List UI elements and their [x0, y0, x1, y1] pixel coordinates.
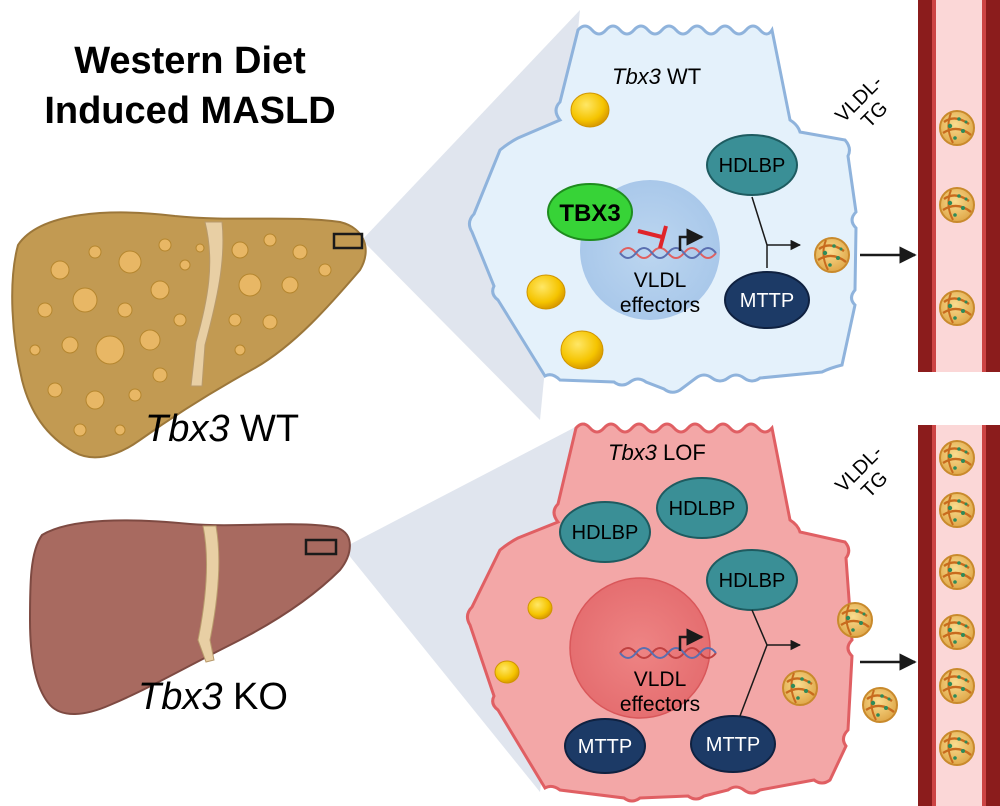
- hdlbp-label-lof: HDLBP: [719, 570, 786, 592]
- tbx3-protein: [547, 183, 633, 241]
- hdlbp-protein-lof: [559, 501, 651, 563]
- hdlbp-protein-lof: [656, 477, 748, 539]
- lipid-droplet: [526, 274, 566, 310]
- liver-label-ko: Tbx3 KO: [138, 676, 288, 719]
- nucleus-text-lof-line2: effectors: [620, 693, 700, 716]
- cell-label-wt-condition: WT: [667, 64, 702, 89]
- inhibition-line: [637, 229, 663, 239]
- mttp-protein-lof: [690, 715, 776, 773]
- nucleus-text-lof-line1: VLDL: [634, 668, 687, 691]
- fatty-liver-wt: [11, 211, 367, 459]
- lipid-droplet: [527, 596, 553, 620]
- vldl-particle: [781, 669, 819, 707]
- hdlbp-protein-wt: [706, 134, 798, 196]
- mttp-label-lof: MTTP: [706, 734, 760, 756]
- cell-label-wt: Tbx3 WT: [612, 64, 701, 90]
- vldl-particle: [813, 236, 851, 274]
- lipid-droplet: [494, 660, 520, 684]
- zoom-box-ko: [304, 538, 338, 556]
- cell-label-lof-condition: LOF: [663, 440, 706, 465]
- vldl-particle: [861, 686, 899, 724]
- liver-ko: [28, 519, 351, 715]
- liver-label-wt-genotype: WT: [240, 408, 300, 450]
- mttp-label-lof: MTTP: [578, 736, 632, 758]
- cell-label-wt-gene: Tbx3: [612, 64, 661, 89]
- blood-vessel: [918, 0, 1000, 806]
- tbx3-label: TBX3: [559, 200, 620, 227]
- lipid-droplet: [560, 330, 604, 370]
- lipid-droplet: [570, 92, 610, 128]
- cell-label-lof: Tbx3 LOF: [608, 440, 706, 466]
- liver-label-wt-gene: Tbx3: [145, 408, 230, 450]
- mttp-label-wt: MTTP: [740, 290, 794, 312]
- hepatocyte-lof: HDLBP HDLBP HDLBP MTTP MTTP VLDL effecto…: [465, 422, 917, 803]
- nucleus-text-wt-line2: effectors: [620, 294, 700, 317]
- hepatocyte-wt: TBX3 HDLBP MTTP VLDL effectors: [467, 24, 917, 394]
- figure-title-line2: Induced MASLD: [44, 90, 336, 132]
- liver-label-ko-genotype: KO: [233, 676, 288, 718]
- hdlbp-label-lof: HDLBP: [572, 522, 639, 544]
- figure-title-line1: Western Diet: [74, 40, 306, 82]
- cell-label-lof-gene: Tbx3: [608, 440, 657, 465]
- zoom-box-wt: [332, 232, 364, 250]
- vldl-particle: [836, 601, 874, 639]
- hdlbp-label-wt: HDLBP: [719, 155, 786, 177]
- hdlbp-label-lof: HDLBP: [669, 498, 736, 520]
- liver-label-ko-gene: Tbx3: [138, 676, 223, 718]
- transcription-start-arrow: [678, 228, 704, 251]
- nucleus-text-wt-line1: VLDL: [634, 269, 687, 292]
- mttp-protein-lof: [564, 718, 646, 774]
- liver-label-wt: Tbx3 WT: [145, 408, 299, 451]
- transcription-start-arrow: [678, 628, 704, 651]
- mttp-protein-wt: [724, 271, 810, 329]
